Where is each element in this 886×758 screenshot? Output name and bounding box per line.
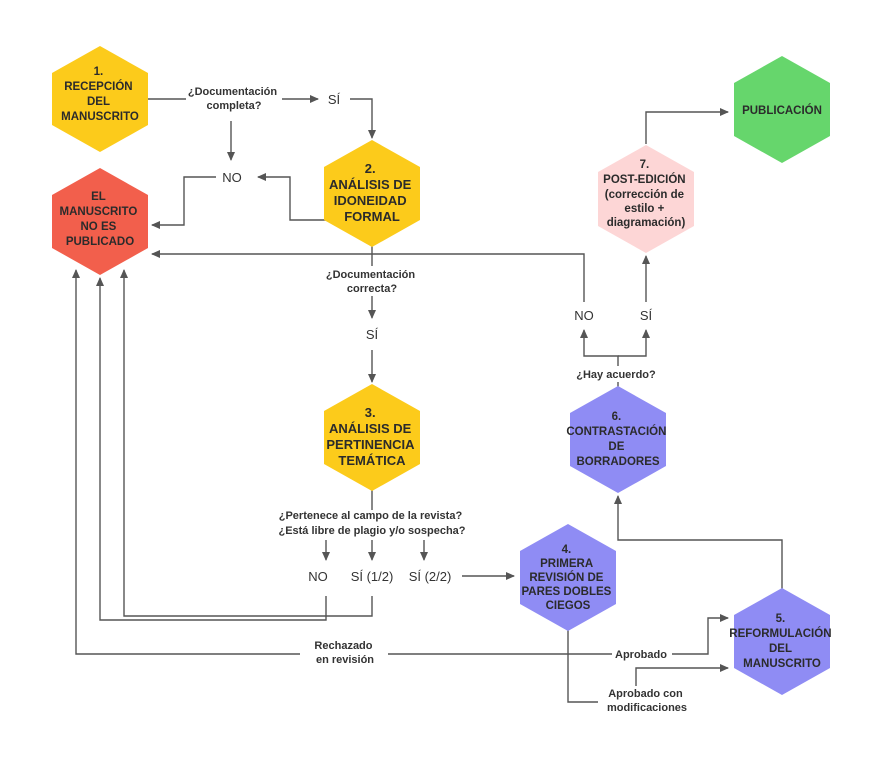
node-primera-revision-text: 4. PRIMERA REVISIÓN DE PARES DOBLES CIEG… — [521, 544, 614, 612]
hexagon-shape — [324, 384, 420, 491]
label-rechazado: Rechazado en revisión — [314, 640, 375, 666]
label-no-3: NO — [308, 569, 328, 584]
edge-post-edicion-to-publicacion — [645, 108, 729, 144]
hexagon-shape — [52, 168, 148, 275]
label-hay-acuerdo: ¿Hay acuerdo? — [576, 369, 656, 381]
edge-reformulacion-to-contrastacion — [614, 495, 783, 590]
node-post-edicion: 7. POST-EDICIÓN (corrección de estilo + … — [598, 145, 694, 253]
node-pertinencia: 3. ANÁLISIS DE PERTINENCIA TEMÁTICA — [324, 384, 420, 491]
label-si-half: SÍ (1/2) — [351, 569, 394, 584]
node-recepcion-text: 1. RECEPCIÓN DEL MANUSCRITO — [61, 66, 139, 123]
hexagon-shape — [570, 386, 666, 493]
hexagon-shape — [520, 524, 616, 631]
edge-no3-to-no-publicado — [96, 277, 327, 621]
node-idoneidad: 2. ANÁLISIS DE IDONEIDAD FORMAL — [324, 140, 420, 247]
label-documentacion-completa: ¿Documentación completa? — [188, 86, 280, 112]
label-no-6: NO — [574, 308, 594, 323]
hexagon-shape — [734, 588, 830, 695]
node-publicacion: PUBLICACIÓN — [734, 56, 830, 163]
label-aprobado-modificaciones: Aprobado con modificaciones — [607, 688, 687, 714]
label-documentacion-correcta: ¿Documentación correcta? — [326, 269, 418, 295]
label-si-full: SÍ (2/2) — [409, 569, 452, 584]
label-si-6: SÍ — [640, 308, 653, 323]
edge-si-half-to-no-publicado — [120, 269, 373, 617]
node-publicacion-text: PUBLICACIÓN — [742, 104, 822, 117]
node-post-edicion-text: 7. POST-EDICIÓN (corrección de estilo + … — [603, 159, 689, 229]
label-si-1: SÍ — [328, 92, 341, 107]
label-si-2: SÍ — [366, 327, 379, 342]
node-primera-revision: 4. PRIMERA REVISIÓN DE PARES DOBLES CIEG… — [520, 524, 616, 631]
hexagon-shape — [598, 145, 694, 253]
hexagon-shape — [52, 46, 148, 152]
node-no-publicado-text: EL MANUSCRITO NO ES PUBLICADO — [60, 191, 141, 248]
node-contrastacion-text: 6. CONTRASTACIÓN DE BORRADORES — [566, 411, 669, 468]
edge-no-to-no-publicado — [151, 176, 216, 229]
edge-acuerdo-to-no — [580, 329, 619, 366]
edge-no6-to-no-publicado — [151, 250, 585, 302]
edge-acuerdo-to-si — [618, 329, 650, 357]
node-reformulacion: 5. REFORMULACIÓN DEL MANUSCRITO — [729, 588, 834, 695]
hexagon-shape — [734, 56, 830, 163]
edge-rechazado-to-no-publicado — [72, 269, 569, 655]
label-aprobado: Aprobado — [615, 649, 667, 661]
node-recepcion: 1. RECEPCIÓN DEL MANUSCRITO — [52, 46, 148, 152]
label-no-1: NO — [222, 170, 242, 185]
labels: ¿Documentación completa? SÍ NO ¿Document… — [186, 83, 692, 716]
node-reformulacion-text: 5. REFORMULACIÓN DEL MANUSCRITO — [729, 613, 834, 670]
node-pertinencia-text: 3. ANÁLISIS DE PERTINENCIA TEMÁTICA — [326, 405, 417, 468]
node-contrastacion: 6. CONTRASTACIÓN DE BORRADORES — [566, 386, 669, 493]
hexagon-shape — [324, 140, 420, 247]
edge-idoneidad-to-no — [257, 173, 326, 221]
edge-si-to-idoneidad — [350, 98, 376, 139]
label-pertenece-question: ¿Pertenece al campo de la revista? ¿Está… — [278, 510, 465, 537]
node-no-publicado: EL MANUSCRITO NO ES PUBLICADO — [52, 168, 148, 275]
node-idoneidad-text: 2. ANÁLISIS DE IDONEIDAD FORMAL — [329, 161, 415, 224]
